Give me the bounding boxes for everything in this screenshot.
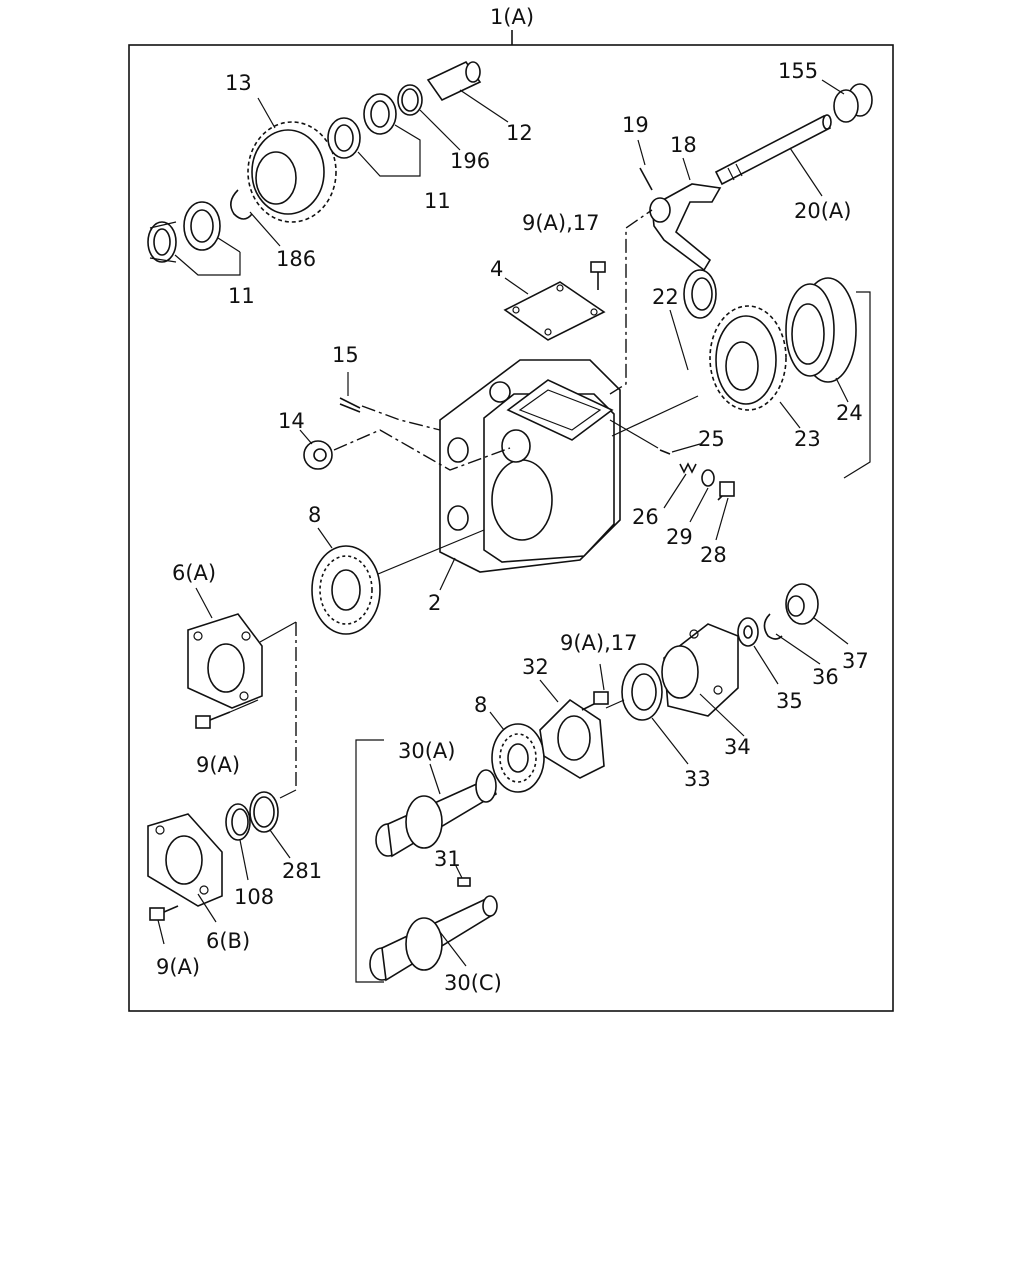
label-assembly: 1(A) (490, 5, 534, 29)
part-24-sleeve (785, 277, 857, 383)
label-108: 108 (234, 885, 274, 909)
label-23: 23 (794, 427, 821, 451)
label-186: 186 (276, 247, 316, 271)
part-26-spring (679, 462, 697, 474)
part-23-gear (709, 305, 787, 411)
part-9a17-bolt-top (590, 261, 606, 290)
part-186-snap-ring (230, 189, 253, 220)
part-30a-shaft (375, 769, 497, 858)
label-9a17-lower: 9(A),17 (560, 631, 638, 655)
label-25: 25 (698, 427, 725, 451)
label-22: 22 (652, 285, 679, 309)
label-6b: 6(B) (206, 929, 250, 953)
part-22-thrust-washer (683, 269, 717, 319)
label-33: 33 (684, 767, 711, 791)
diagram-frame (128, 44, 894, 1012)
part-155-bushing (833, 83, 873, 123)
part-9a-bolt-upper (195, 711, 231, 729)
part-9a-bolt-lower (149, 905, 179, 921)
part-9a17-bolt-lower (581, 691, 609, 711)
part-196-ring (397, 84, 423, 116)
label-34: 34 (724, 735, 751, 759)
label-2: 2 (428, 591, 441, 615)
part-18-shift-fork (649, 183, 722, 272)
label-155: 155 (778, 59, 818, 83)
label-281: 281 (282, 859, 322, 883)
label-9a17-top: 9(A),17 (522, 211, 600, 235)
label-9a-upper: 9(A) (196, 753, 240, 777)
part-281-ring (249, 791, 279, 833)
label-35: 35 (776, 689, 803, 713)
part-36-snap-ring (763, 613, 783, 640)
part-20a-shift-rod (714, 114, 832, 186)
label-12: 12 (506, 121, 533, 145)
label-196: 196 (450, 149, 490, 173)
label-24: 24 (836, 401, 863, 425)
label-8-lower: 8 (474, 693, 487, 717)
part-8-bearing-upper (311, 545, 381, 635)
part-6b-cover (147, 813, 223, 907)
label-19: 19 (622, 113, 649, 137)
label-29: 29 (666, 525, 693, 549)
part-32-retainer (539, 698, 605, 779)
part-30c-shaft (369, 895, 498, 982)
part-6a-cover (187, 613, 263, 709)
part-37-nut (785, 583, 819, 625)
part-15-pin (339, 397, 361, 413)
part-11-bearing-left (147, 201, 221, 263)
part-33-oil-seal (621, 663, 663, 721)
part-12-shaft (426, 60, 482, 102)
part-31-key (457, 877, 471, 887)
label-4: 4 (490, 257, 503, 281)
part-108-snap-ring (225, 803, 251, 841)
label-13: 13 (225, 71, 252, 95)
part-25-pin (659, 449, 671, 455)
label-18: 18 (670, 133, 697, 157)
label-14: 14 (278, 409, 305, 433)
label-8-upper: 8 (308, 503, 321, 527)
part-34-flange-housing (661, 623, 739, 717)
label-30a: 30(A) (398, 739, 455, 763)
part-4-cover-plate (503, 281, 606, 341)
label-11-left: 11 (228, 284, 255, 308)
label-36: 36 (812, 665, 839, 689)
part-2-housing (439, 359, 621, 573)
part-11-bearing-top (327, 93, 397, 159)
part-28-plug (717, 481, 735, 501)
label-9a-lower: 9(A) (156, 955, 200, 979)
label-30c: 30(C) (444, 971, 502, 995)
label-26: 26 (632, 505, 659, 529)
label-6a: 6(A) (172, 561, 216, 585)
label-32: 32 (522, 655, 549, 679)
part-19-pin (639, 167, 653, 191)
part-8-bearing-lower (491, 723, 545, 793)
label-28: 28 (700, 543, 727, 567)
part-35-washer (737, 617, 759, 647)
label-11-top: 11 (424, 189, 451, 213)
part-13-gear (247, 121, 337, 223)
label-37: 37 (842, 649, 869, 673)
label-20a: 20(A) (794, 199, 851, 223)
part-14-bushing (303, 440, 333, 470)
label-15: 15 (332, 343, 359, 367)
part-29-washer (701, 469, 715, 487)
label-31: 31 (434, 847, 461, 871)
